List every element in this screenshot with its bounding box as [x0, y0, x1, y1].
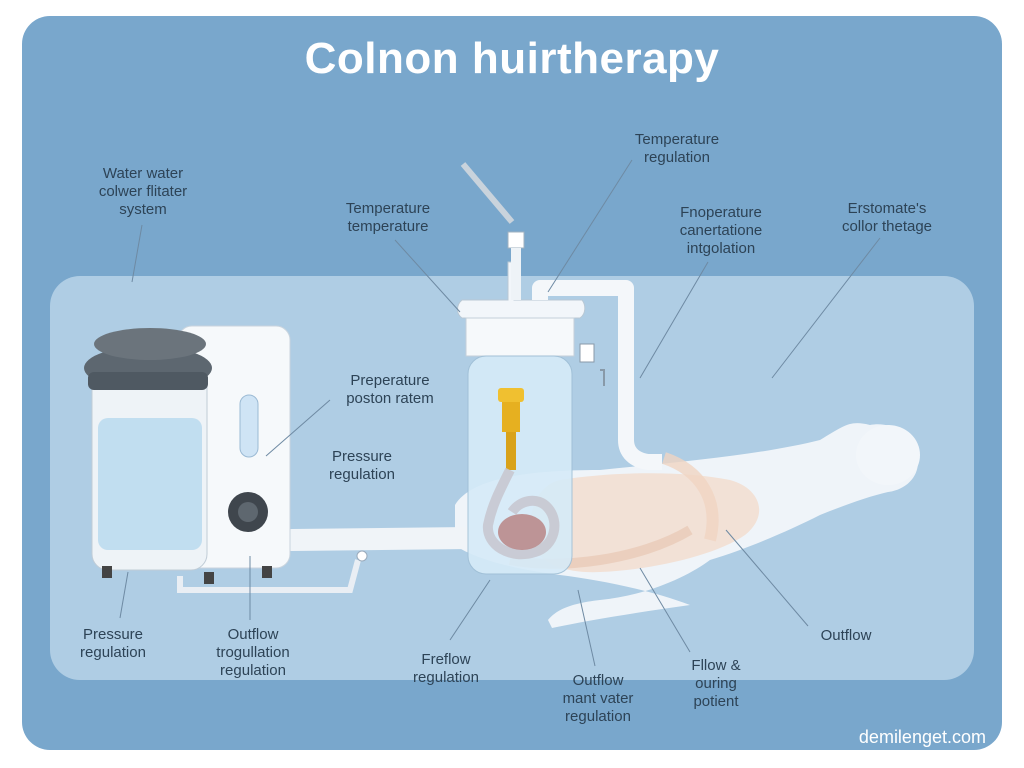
credit-watermark: demilenget.com: [858, 727, 986, 747]
label-outflow-right: Outflow: [820, 627, 872, 644]
label-outflow-mant-vater: Outflow mant vater regulation: [562, 672, 634, 725]
label-pressure-left: Pressure regulation: [80, 626, 146, 661]
diagram-title: Colnon huirtherapy: [304, 34, 720, 83]
leader-lines: [119, 159, 881, 667]
water-vessel: [457, 162, 586, 575]
label-temperature-temperature: Temperature temperature: [345, 200, 431, 235]
water-filter-machine: [84, 325, 291, 584]
label-water-filter-system: Water water colwer flitater system: [98, 165, 188, 218]
label-erstomate: Erstomate's collor thetage: [841, 200, 933, 235]
label-temperature-regulation-top: Temperature regulation: [634, 131, 720, 166]
label-pressure-mid: Pressure regulation: [329, 448, 395, 483]
label-fnoperature: Fnoperature canertatione intgolation: [679, 204, 763, 257]
outflow-pipe: [532, 280, 719, 542]
label-preperature: Preperature poston ratem: [346, 372, 434, 407]
label-fllow-ouring: Fllow & ouring potient: [691, 657, 741, 710]
label-freflow: Freflow regulation: [413, 651, 479, 686]
label-outflow-trogullation: Outflow trogullation regulation: [216, 626, 290, 679]
inflow-tube: [177, 527, 481, 593]
